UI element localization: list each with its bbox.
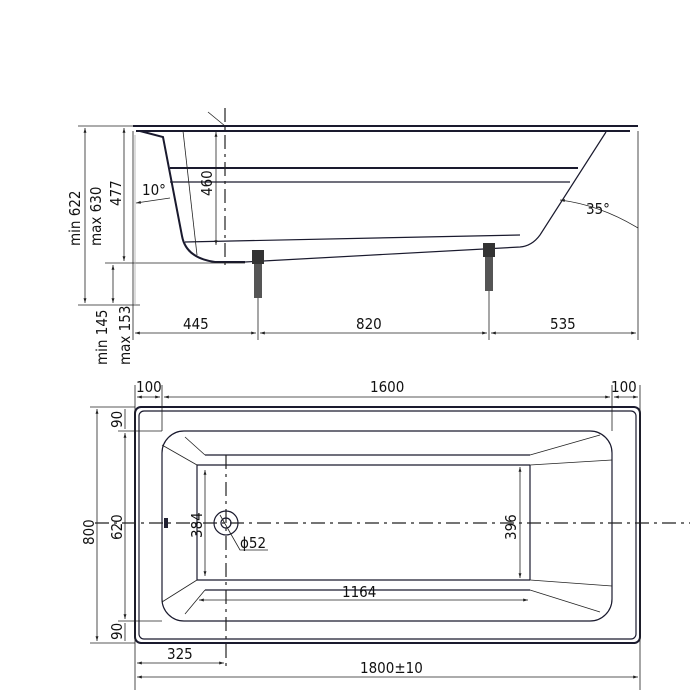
dim-min-145: min 145 [93, 310, 111, 366]
dim-1800: 1800±10 [360, 659, 423, 677]
tub-inner-bottom [184, 234, 521, 243]
dim-90-top: 90 [108, 411, 126, 428]
leader [207, 111, 226, 127]
dim-100-left: 100 [136, 378, 162, 396]
dim-drain: ϕ52 [240, 534, 266, 552]
dim-620: 620 [108, 514, 126, 540]
dim-max-630: max 630 [87, 187, 105, 246]
leg-left [252, 250, 264, 340]
dim-90-bottom: 90 [108, 623, 126, 640]
tub-bottom [244, 131, 607, 263]
tub-corner-slopes [161, 434, 613, 615]
dim-max-153: max 153 [116, 306, 134, 365]
dim-min-622: min 622 [66, 191, 84, 247]
angle-10: 10° [142, 181, 166, 199]
top-view: ϕ52 100 1600 100 800 620 90 90 384 396 1… [80, 378, 690, 690]
dim-325: 325 [167, 645, 193, 663]
drain-icon [213, 510, 239, 536]
dim-396: 396 [502, 514, 520, 540]
tub-left-wall [139, 130, 245, 263]
angle-35: 35° [586, 200, 610, 218]
dim-460: 460 [198, 170, 216, 196]
dim-100-right: 100 [611, 378, 637, 396]
dim-1600: 1600 [370, 378, 404, 396]
dim-820: 820 [356, 315, 382, 333]
dim-535: 535 [550, 315, 576, 333]
dim-800: 800 [80, 519, 98, 545]
side-view: min 622 max 630 477 460 min 145 max 153 … [66, 108, 639, 366]
tub-inner-rim [161, 430, 613, 622]
dim-477: 477 [107, 180, 125, 206]
dim-1164: 1164 [342, 583, 376, 601]
tub-rim [133, 125, 638, 132]
slope-line [182, 130, 198, 256]
tub-bottom-outline [196, 464, 531, 581]
tub-outer-rim [134, 406, 641, 644]
dim-445: 445 [183, 315, 209, 333]
dim-384: 384 [188, 512, 206, 538]
leg-right [483, 243, 495, 340]
